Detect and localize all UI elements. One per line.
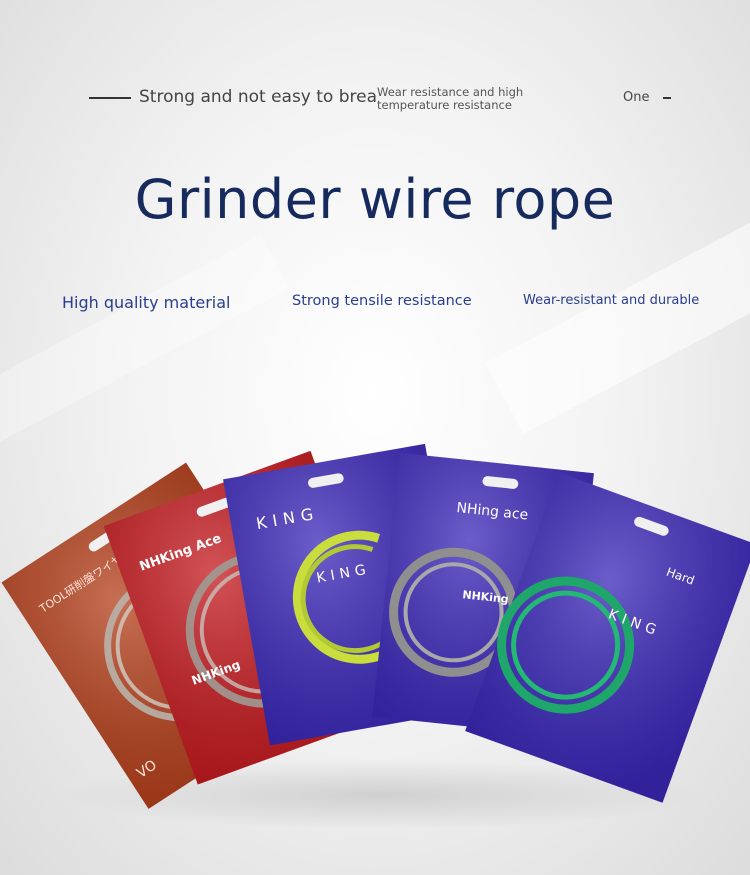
- package-5: KING Hard: [465, 472, 750, 803]
- feature-1: High quality material: [62, 293, 231, 312]
- tagline-right: One: [623, 90, 650, 105]
- feature-2: Strong tensile resistance: [292, 293, 472, 309]
- divider-right: [663, 97, 671, 99]
- divider-left: [89, 97, 131, 99]
- feature-3: Wear-resistant and durable: [523, 293, 700, 308]
- package-4-print: NHing ace: [456, 500, 529, 523]
- tagline-middle: Wear resistance and high temperature res…: [377, 85, 524, 112]
- tagline-left: Strong and not easy to brea: [139, 87, 378, 107]
- page-title: Grinder wire rope: [134, 168, 616, 231]
- product-packages: TOOL研削盤ワイヤーロープ VO NHKing Ace NHKing KING…: [1, 443, 750, 809]
- package-4-print-2: NHKing: [462, 588, 510, 606]
